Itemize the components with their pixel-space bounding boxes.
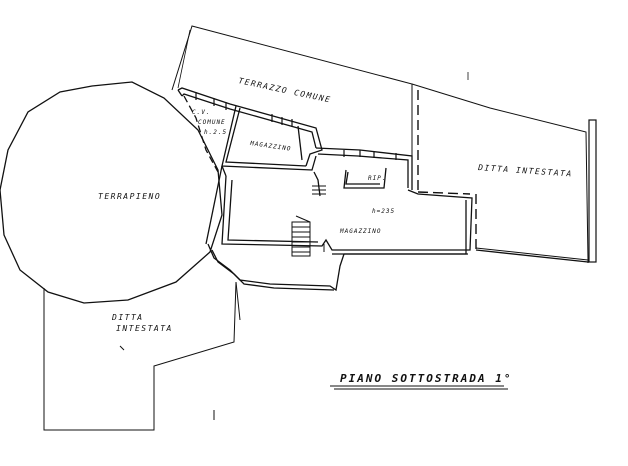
label-magazzino-lower: MAGAZZINO bbox=[339, 228, 382, 235]
label-magazzino-upper: MAGAZZINO bbox=[249, 140, 292, 153]
label-ditta-left-line2: INTESTATA bbox=[116, 324, 173, 333]
label-terrapieno: TERRAPIENO bbox=[98, 192, 161, 201]
terrapieno-outline bbox=[0, 81, 223, 304]
label-terrazzo-comune: TERRAZZO COMUNE bbox=[238, 76, 333, 105]
terrazzo-comune-outline bbox=[171, 25, 413, 160]
label-cv-comune-2: COMUNE bbox=[198, 119, 226, 126]
ditta-right-wall bbox=[588, 119, 597, 263]
label-height: h=235 bbox=[372, 208, 395, 215]
dashed-boundary bbox=[417, 90, 477, 250]
ditta-left-outline bbox=[43, 281, 237, 431]
terrazzo-guide-line bbox=[177, 29, 191, 89]
ditta-right-outline bbox=[411, 83, 589, 263]
plan-title: PIANO SOTTOSTRADA 1° bbox=[340, 372, 512, 385]
terrapieno-edge bbox=[183, 95, 219, 173]
tick-mark bbox=[119, 345, 125, 351]
label-ditta-left-line1: DITTA bbox=[111, 313, 144, 322]
ditta-right-bottom-edge bbox=[475, 247, 589, 261]
staircase bbox=[291, 185, 326, 257]
label-ditta-intestata-right: DITTA INTESTATA bbox=[477, 163, 573, 179]
label-rip: RIP. bbox=[368, 175, 386, 182]
building-walls bbox=[177, 87, 589, 292]
label-cv-comune-3: h.2.5 bbox=[204, 129, 227, 136]
window-marks bbox=[195, 92, 397, 160]
label-cv-comune-1: C.V. bbox=[192, 109, 210, 116]
title-underline bbox=[330, 385, 508, 390]
